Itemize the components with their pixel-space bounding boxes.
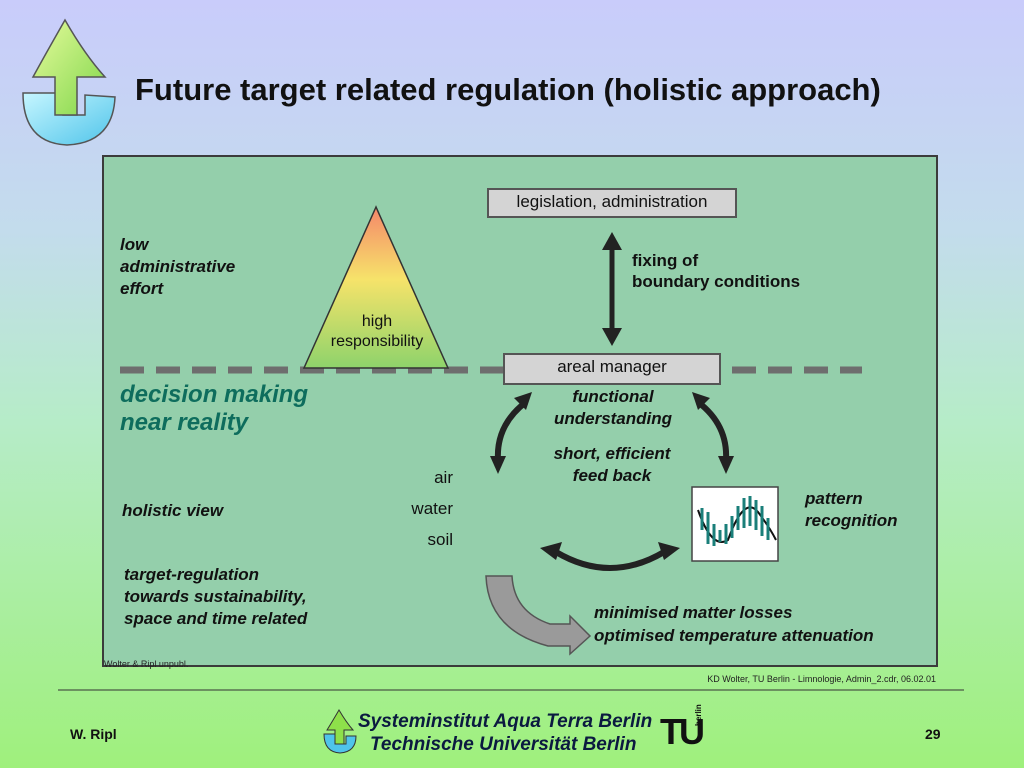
institute-logo-icon [323,709,357,754]
functional-label: functional understanding [553,387,673,428]
decision-label: decision making near reality [120,381,309,436]
credit-note: KD Wolter, TU Berlin - Limnologie, Admin… [707,674,936,684]
page-title: Future target related regulation (holist… [135,72,881,107]
feedback-label: short, efficient feed back [553,444,671,485]
pattern-label: pattern recognition [805,489,898,530]
pattern-chart-icon [691,486,779,562]
double-arrow-icon [602,232,622,346]
legislation-box: legislation, administration [487,188,737,218]
tu-berlin-logo-icon: TU berlin [660,704,705,752]
page-number: 29 [925,726,941,742]
bottom-curved-arrow [540,542,680,571]
areal-manager-box: areal manager [503,353,721,385]
low-effort-label: low administrative effort [120,235,236,298]
aqua-terra-logo-icon [22,18,116,146]
losses-label: minimised matter losses optimised temper… [594,603,874,645]
responsibility-triangle [302,205,450,369]
water-label: water [411,499,453,518]
air-label: air [434,468,453,487]
fixing-label: fixing of boundary conditions [632,251,801,291]
triangle-label: high responsibility [330,313,424,350]
holistic-view-label: holistic view [122,501,224,520]
institute-line2: Technische Universität Berlin [370,734,637,755]
author-label: W. Ripl [70,726,117,742]
soil-label: soil [427,530,453,549]
left-curved-arrow [490,392,532,474]
institute-line1: Systeminstitut Aqua Terra Berlin [358,711,653,732]
source-note: Wolter & Ripl unpubl. [104,659,189,669]
right-curved-arrow [692,392,734,474]
curved-arrow-icon [485,575,592,656]
target-regulation-label: target-regulation towards sustainability… [124,565,308,628]
